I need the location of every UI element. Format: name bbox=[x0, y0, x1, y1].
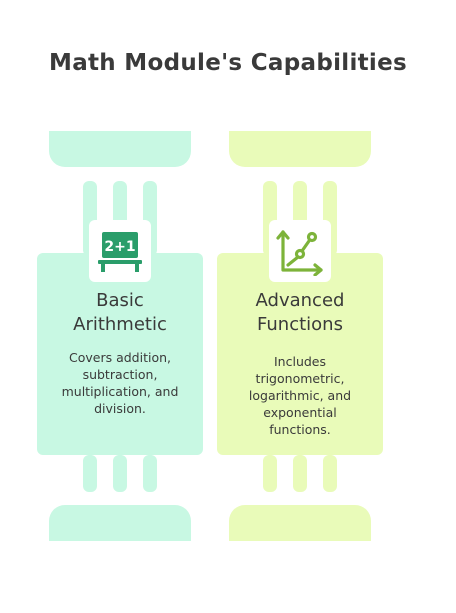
heading-line: Arithmetic bbox=[73, 314, 167, 335]
column-description: Covers addition, subtraction, multiplica… bbox=[47, 349, 193, 417]
heading-line: Functions bbox=[257, 314, 343, 335]
column-heading: Basic Arithmetic bbox=[37, 289, 203, 337]
chalkboard-icon: 2+1 bbox=[98, 232, 142, 272]
pillar-bottom-cap bbox=[49, 505, 191, 541]
pillar-top-cap bbox=[229, 131, 371, 167]
pillar-post bbox=[323, 455, 337, 492]
description-line: Includes bbox=[273, 354, 326, 369]
column-advanced-functions: Advanced Functions Includes trigonometri… bbox=[217, 0, 383, 613]
description-line: logarithmic, and bbox=[248, 388, 352, 403]
page-title: Math Module's Capabilities bbox=[49, 50, 407, 76]
column-heading: Advanced Functions bbox=[217, 289, 383, 337]
pillar-post bbox=[263, 455, 277, 492]
pillar-post bbox=[113, 455, 127, 492]
column-basic-arithmetic: Basic Arithmetic Covers addition, subtra… bbox=[37, 0, 203, 613]
description-line: functions. bbox=[269, 422, 331, 437]
icon-box bbox=[269, 220, 331, 282]
pillar-body: Advanced Functions Includes trigonometri… bbox=[217, 253, 383, 455]
icon-box: 2+1 bbox=[89, 220, 151, 282]
chalkboard-text: 2+1 bbox=[104, 239, 135, 255]
description-line: multiplication, and bbox=[61, 384, 179, 399]
description-line: subtraction, bbox=[82, 367, 158, 382]
description-line: division. bbox=[94, 401, 146, 416]
heading-line: Basic bbox=[96, 290, 144, 311]
graph-icon bbox=[276, 230, 323, 276]
column-description: Includes trigonometric, logarithmic, and… bbox=[227, 353, 373, 438]
description-line: trigonometric, bbox=[255, 371, 345, 386]
pillar-body: Basic Arithmetic Covers addition, subtra… bbox=[37, 253, 203, 455]
description-line: exponential bbox=[263, 405, 337, 420]
description-line: Covers addition, bbox=[68, 350, 171, 365]
heading-line: Advanced bbox=[255, 290, 345, 311]
pillar-post bbox=[83, 455, 97, 492]
pillar-post bbox=[293, 455, 307, 492]
pillar-post bbox=[143, 455, 157, 492]
pillar-bottom-cap bbox=[229, 505, 371, 541]
pillar-top-cap bbox=[49, 131, 191, 167]
